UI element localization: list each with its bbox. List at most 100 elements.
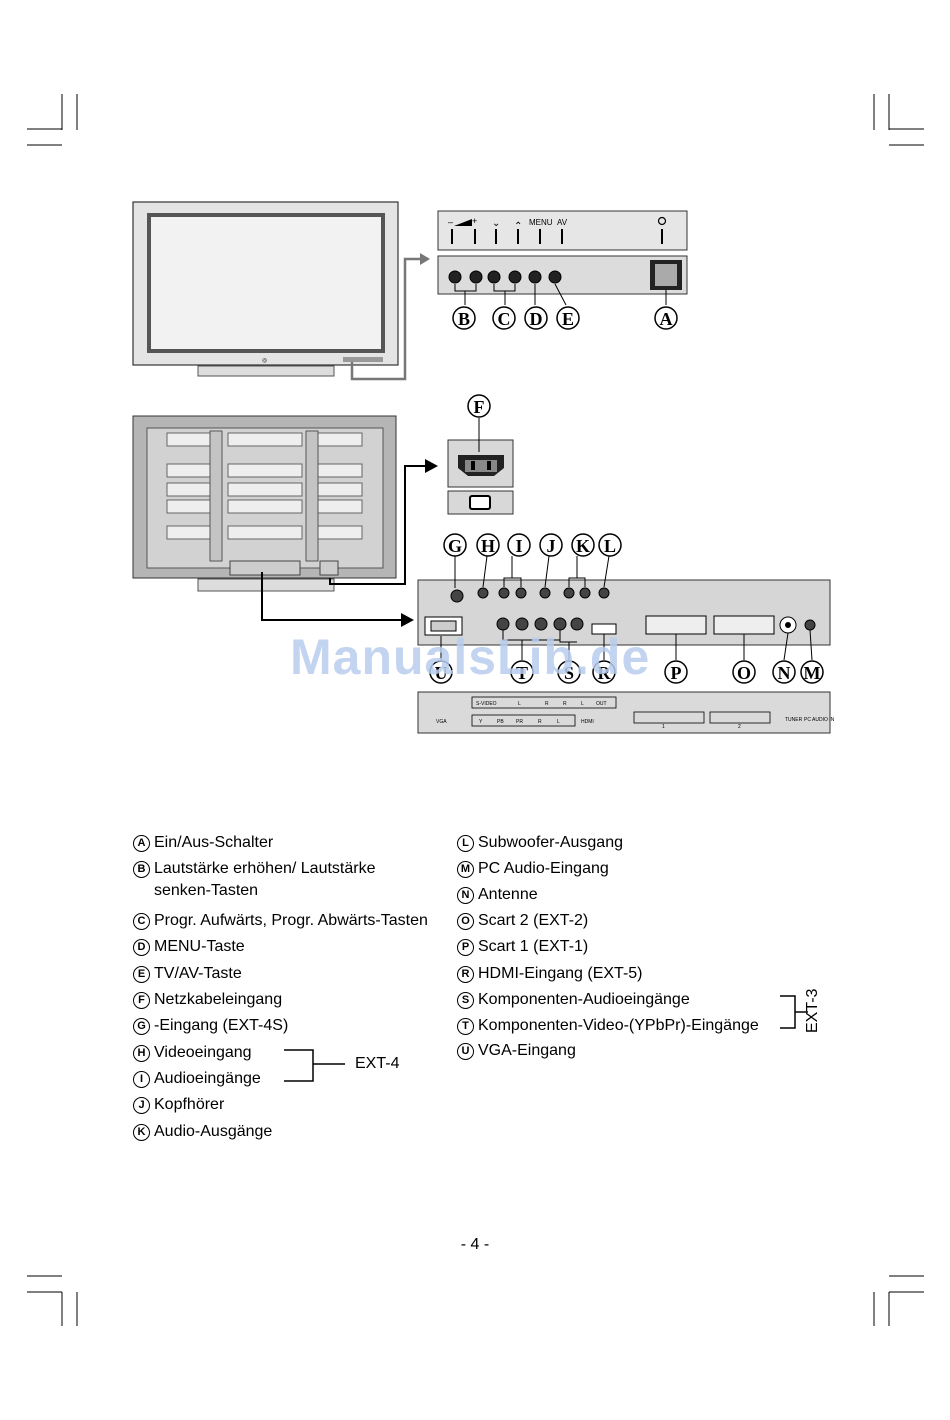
strip-label-r2: R (563, 701, 567, 707)
callout-p: P (664, 660, 688, 684)
svg-text:T: T (516, 663, 528, 683)
back-arrow-upper (329, 465, 428, 585)
strip-label-pb: PB (497, 719, 504, 725)
callout-e: E (556, 306, 580, 330)
svg-text:D: D (530, 309, 543, 329)
control-panel-labels: – + ⌄ ⌃ MENU AV (437, 210, 688, 251)
callout-k: K (571, 533, 595, 557)
strip-label-y: Y (479, 719, 483, 725)
panel-label-plus: + (472, 216, 477, 226)
panel-label-up: ⌃ (514, 221, 522, 232)
svg-text:M: M (804, 663, 821, 683)
callout-m: M (800, 660, 824, 684)
strip-label-svideo: S-VIDEO (476, 701, 497, 707)
callout-i: I (507, 533, 531, 557)
svg-text:A: A (660, 309, 673, 329)
strip-label-l: L (557, 719, 560, 725)
strip-label-scart1: 1 (662, 724, 665, 730)
callout-s: S (557, 660, 581, 684)
panel-label-minus: – (448, 217, 453, 227)
strip-label-r1: R (545, 701, 549, 707)
legend-item-g: G-Eingang (EXT-4S) (133, 1017, 288, 1035)
control-panel-buttons (437, 255, 688, 306)
callout-f: F (467, 394, 491, 418)
svg-text:S: S (564, 663, 574, 683)
strip-label-vga: VGA (436, 719, 447, 725)
strip-label-scart2: 2 (738, 724, 741, 730)
front-arrow (350, 257, 428, 381)
panel-label-menu: MENU (529, 218, 553, 227)
svg-text:P: P (671, 663, 682, 683)
callout-u: U (429, 660, 453, 684)
strip-label-tuner: TUNER (785, 717, 803, 723)
panel-label-av: AV (557, 218, 568, 227)
svg-text:C: C (498, 309, 511, 329)
svg-text:G: G (448, 536, 462, 556)
crop-marks (27, 94, 924, 1326)
strip-label-l1: L (518, 701, 521, 707)
group-label-ext4: EXT-4 (355, 1055, 400, 1072)
callout-n: N (772, 660, 796, 684)
svg-text:L: L (604, 536, 616, 556)
ext-brackets (284, 995, 808, 1082)
svg-text:H: H (481, 536, 495, 556)
callout-brackets (440, 555, 813, 661)
back-arrow-lower (261, 572, 405, 621)
callout-t: T (510, 660, 534, 684)
strip-label-r: R (538, 719, 542, 725)
svg-text:N: N (778, 663, 791, 683)
panel-label-down: ⌄ (492, 218, 500, 229)
callout-a: A (654, 306, 678, 330)
callout-h: H (476, 533, 500, 557)
svg-text:U: U (435, 663, 448, 683)
callout-l: L (598, 533, 622, 557)
tv-back-view (132, 415, 397, 592)
callout-o: O (732, 660, 756, 684)
power-symbol-icon (657, 216, 667, 226)
strip-label-l2: L (581, 701, 584, 707)
tv-front-view: ◎ (132, 201, 399, 377)
svg-text:F: F (474, 397, 485, 417)
svg-text:◎: ◎ (262, 358, 267, 364)
watermark: ManualsLib.de (290, 629, 651, 685)
callout-r: R (592, 660, 616, 684)
svg-text:J: J (547, 536, 556, 556)
strip-label-out: OUT (596, 701, 607, 707)
callouts: B C D E A F G H I J K L U T S R P O N M (429, 306, 824, 684)
svg-text:O: O (737, 663, 751, 683)
callout-g: G (443, 533, 467, 557)
callout-b: B (452, 306, 476, 330)
svg-text:B: B (458, 309, 470, 329)
power-input (447, 418, 514, 515)
page-number: - 4 - (460, 1236, 490, 1253)
svg-text:K: K (576, 536, 590, 556)
rear-connection-panel (417, 579, 831, 646)
svg-text:I: I (515, 536, 522, 556)
group-label-ext3: EXT-3 (804, 988, 821, 1033)
callout-c: C (492, 306, 516, 330)
callout-j: J (539, 533, 563, 557)
strip-label-pr: PR (516, 719, 523, 725)
svg-text:R: R (598, 663, 612, 683)
port-label-strip: S-VIDEO R L R L OUT VGA Y PB PR R L HDMI… (417, 691, 835, 734)
svg-text:E: E (562, 309, 574, 329)
